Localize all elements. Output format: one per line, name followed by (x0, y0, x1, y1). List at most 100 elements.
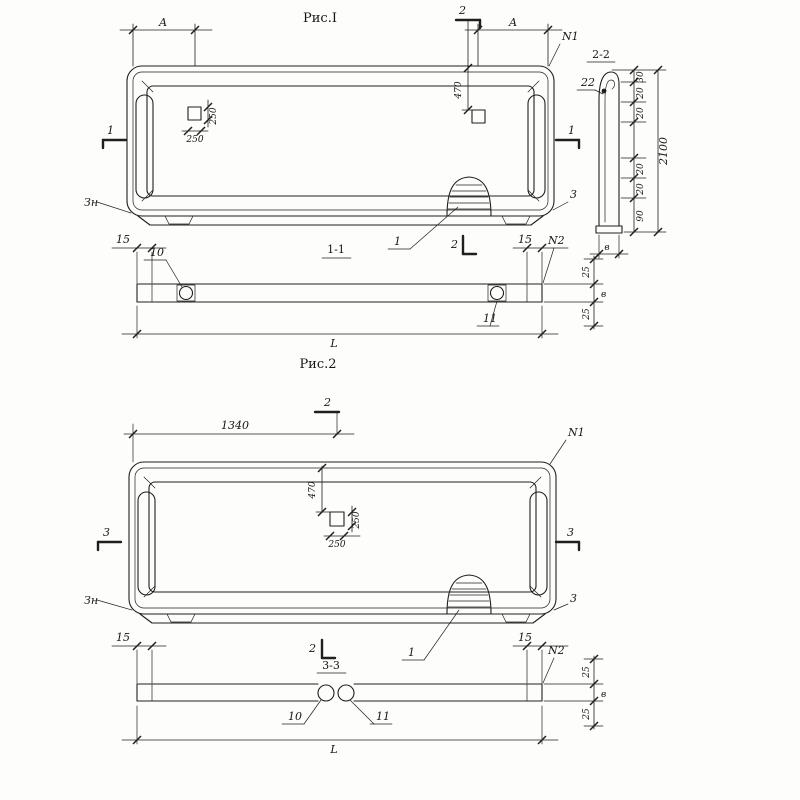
joint-bulb-right (337, 684, 355, 702)
left-end-rib-2 (137, 491, 156, 596)
figure-2: Рис.2 2 1340 N1 (84, 357, 606, 756)
item-10-label-1: 10 (150, 246, 164, 259)
label-3-1: 3 (570, 188, 577, 201)
leader-3-1: 3 (552, 188, 577, 211)
dim-15-left-1: 15 (111, 233, 167, 284)
section-2-2: 2-2 22 30 2 (576, 48, 670, 259)
dim-470-1: 470 (454, 19, 486, 124)
anchor-item-11 (489, 285, 505, 301)
leader-3-2: 3 (553, 592, 577, 611)
cut-mark-1-left: 1 (101, 124, 128, 150)
dim-1340: 1340 (123, 419, 355, 463)
panel-outline (126, 65, 555, 217)
section-flag-2-mid-2: 2 (308, 638, 337, 660)
panel-plan-2 (128, 461, 557, 624)
dome-detail-2 (446, 574, 492, 615)
flag-2-top-label-fig2: 2 (323, 396, 331, 409)
cut-1-left-label: 1 (107, 124, 114, 137)
leader-item-11-2: 11 (349, 699, 393, 725)
dim-15-right-label-1: 15 (518, 233, 532, 246)
section-strip-1 (136, 283, 543, 303)
dim-15-right-2: 15 (512, 631, 569, 684)
cut-1-right-label: 1 (568, 124, 575, 137)
embed-plate-right-1 (471, 109, 486, 124)
cut-3-right-label: 3 (567, 526, 574, 539)
section-2-2-width-dim: в (589, 234, 629, 259)
dim-90-label: 90 (636, 210, 646, 222)
section-flag-2-mid-1: 2 (450, 234, 478, 256)
dim-L-label-2: L (329, 743, 337, 756)
leader-item-1-1: 1 (387, 206, 459, 250)
item-22-label: 22 (580, 76, 595, 89)
dim-25-bottom-label-2: 25 (582, 708, 592, 721)
leader-n1-fig2: N1 (549, 426, 585, 465)
section-3-3-title: 3-3 (322, 659, 340, 672)
section-3-3: 15 15 2 3-3 1 N2 (111, 609, 606, 756)
bottom-edge-profile-2 (139, 613, 546, 624)
leader-item-1-2: 1 (401, 609, 460, 661)
item-11-label-2: 11 (376, 710, 390, 723)
leader-n2-1: N2 (542, 234, 565, 284)
dim-470-label-2: 470 (308, 481, 318, 499)
dim-b-label-1: в (601, 290, 606, 300)
flag-2-mid-label-1: 2 (450, 238, 458, 251)
leader-item-10-1: 10 (143, 246, 183, 288)
leader-zn-1: Зн (84, 196, 132, 214)
dim-L-1: L (121, 305, 559, 350)
dim-A-left-label: А (158, 16, 167, 29)
dim-A-right: А (464, 16, 563, 67)
dim-20-label-a: 20 (636, 87, 646, 100)
dim-chain-right-2: 25 в 25 (543, 654, 606, 731)
dim-250-v-label-2: 250 (352, 511, 362, 529)
zn-label-2: Зн (84, 594, 98, 607)
dim-470-2: 470 (308, 463, 333, 517)
label-3-2: 3 (570, 592, 577, 605)
dim-15-right-1: 15 (512, 233, 569, 284)
figure-1: Рис.I 2 А А N1 (84, 4, 606, 350)
n1-label-fig2: N1 (567, 426, 585, 439)
section-2-2-dim-chain: 30 20 20 20 20 90 2100 (611, 65, 670, 237)
cut-mark-3-right: 3 (554, 526, 581, 552)
n2-label-2: N2 (547, 644, 565, 657)
item-1-label-1: 1 (394, 235, 401, 248)
dim-20-label-b: 20 (636, 107, 646, 120)
leader-item-11-1: 11 (476, 300, 500, 327)
section-1-1: 1-1 2 15 15 N2 (111, 206, 606, 350)
section-flag-2-top-fig2: 2 (313, 396, 341, 435)
dim-470-label: 470 (454, 81, 464, 99)
dim-15-left-label-2: 15 (116, 631, 130, 644)
width-b-label: в (604, 243, 609, 253)
embed-plate-left-1: 250 250 (181, 99, 219, 145)
dim-250-h-label-2: 250 (327, 540, 345, 550)
bottom-edge-profile (137, 215, 544, 226)
dim-15-left-2: 15 (111, 631, 167, 684)
dim-15-left-label-1: 15 (116, 233, 130, 246)
cut-mark-1-right: 1 (554, 124, 581, 150)
leader-n2-2: N2 (542, 644, 565, 684)
flag-2-mid-label-2: 2 (308, 642, 316, 655)
dim-30-label: 30 (636, 71, 646, 83)
leader-item-10-2: 10 (281, 699, 322, 725)
figure-1-title: Рис.I (303, 11, 337, 26)
n1-label: N1 (561, 30, 579, 43)
bar-section-dot (601, 88, 607, 94)
dim-25-top-label-2: 25 (582, 666, 592, 679)
item-11-label-1: 11 (483, 312, 497, 325)
leader-item-22: 22 (576, 76, 604, 95)
dim-25-top-label-1: 25 (582, 266, 592, 279)
figure-2-title: Рис.2 (299, 357, 336, 372)
n2-label-1: N2 (547, 234, 565, 247)
dim-b-label-2: в (601, 690, 606, 700)
dim-L-label-1: L (329, 337, 337, 350)
panel-plan-1 (126, 65, 555, 226)
leader-n1: N1 (548, 30, 579, 67)
dim-250-v-label: 250 (209, 107, 219, 125)
dim-2100-label: 2100 (657, 137, 670, 166)
section-flag-2-top-label: 2 (458, 4, 466, 17)
item-10-label-2: 10 (288, 710, 302, 723)
panel-outline-2 (128, 461, 557, 615)
dim-L-2: L (121, 705, 559, 756)
cut-mark-3-left: 3 (96, 526, 123, 552)
